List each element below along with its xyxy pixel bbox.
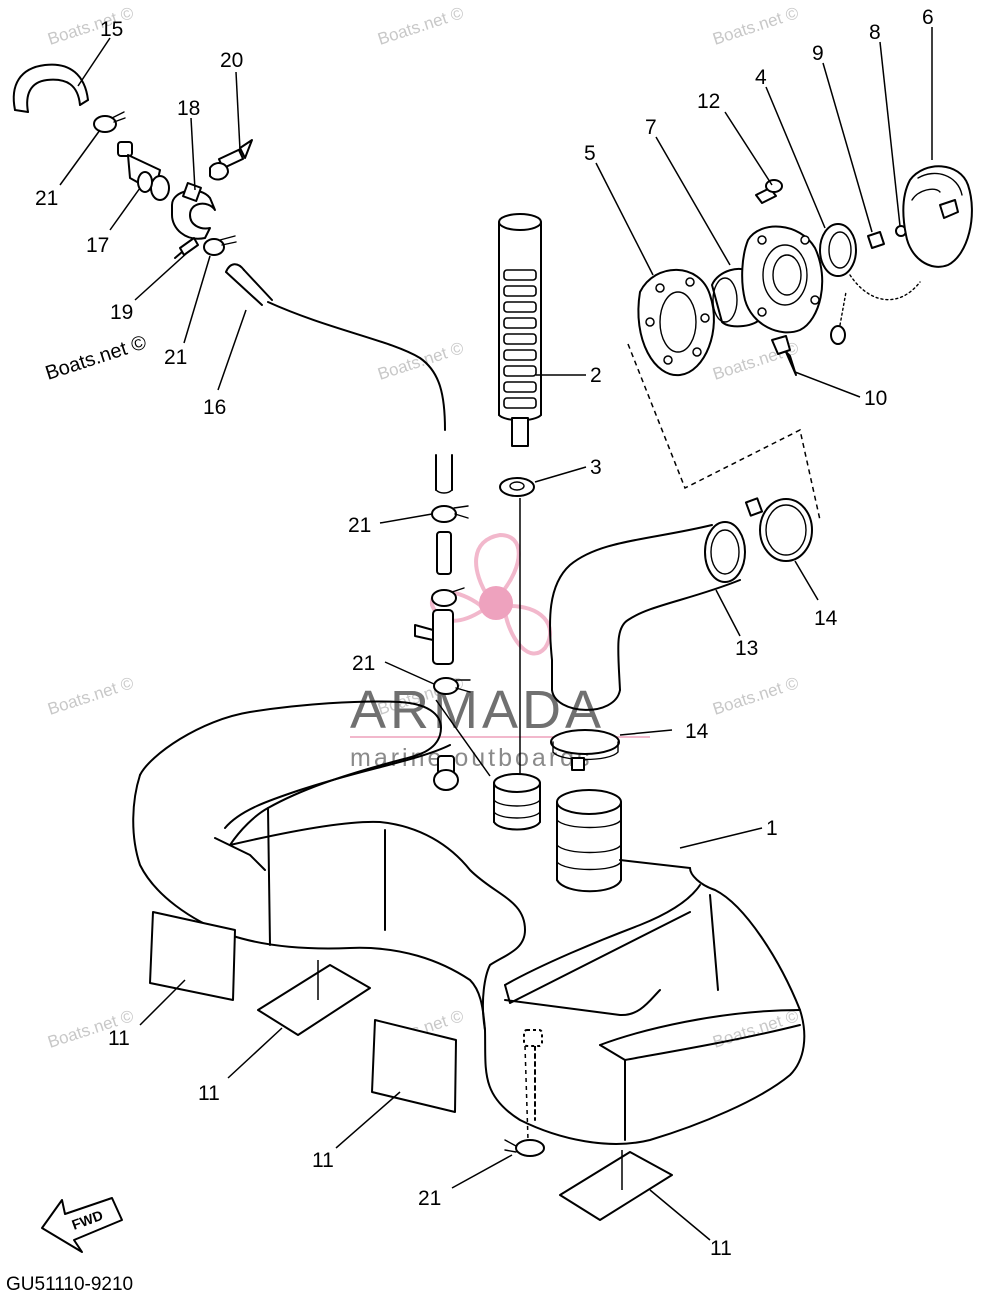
callout-11: 11	[198, 1082, 220, 1105]
hose-13	[548, 521, 746, 711]
hose-16	[225, 263, 453, 494]
washer-3	[499, 477, 535, 497]
callout-17: 17	[86, 234, 109, 257]
pad-11-c	[371, 1019, 457, 1113]
screw-9	[867, 231, 885, 249]
callout-11: 11	[312, 1149, 334, 1172]
watermark: Boats.net ©	[45, 673, 136, 719]
callout-18: 18	[177, 97, 200, 120]
callout-1: 1	[766, 817, 778, 840]
callout-6: 6	[922, 6, 934, 29]
pin-20	[209, 139, 253, 181]
callout-20: 20	[220, 49, 243, 72]
callout-10: 10	[864, 387, 887, 410]
callout-21: 21	[348, 514, 371, 537]
callout-11: 11	[710, 1237, 732, 1260]
callout-14: 14	[814, 607, 838, 630]
watermark: Boats.net ©	[710, 673, 801, 719]
callout-21: 21	[35, 187, 58, 210]
callout-16: 16	[203, 396, 226, 419]
clamp-21-top	[93, 111, 126, 133]
watermark: Boats.net ©	[710, 3, 801, 49]
callout-3: 3	[590, 456, 602, 479]
pin-10	[771, 335, 797, 376]
callout-4: 4	[755, 66, 767, 89]
callout-21: 21	[418, 1187, 441, 1210]
fuel-fitting	[433, 755, 459, 791]
pad-11-a	[149, 911, 236, 1001]
filter-2	[498, 213, 542, 447]
watermark-layer: Boats.net © Boats.net © Boats.net © Boat…	[43, 3, 802, 1052]
fitting-17	[117, 141, 170, 201]
drawing-code: GU51110-9210	[6, 1274, 133, 1295]
pin-19	[174, 237, 199, 259]
gasket-5	[637, 268, 715, 377]
watermark: Boats.net ©	[375, 3, 466, 49]
clamp-21-lower	[433, 677, 471, 695]
armada-logo: ARMADA marine outboards	[350, 532, 650, 772]
pad-11-b	[257, 960, 371, 1036]
callout-13: 13	[735, 637, 758, 660]
callout-19: 19	[110, 301, 133, 324]
callout-21: 21	[164, 346, 187, 369]
leader-lines	[59, 27, 933, 1241]
callout-11: 11	[108, 1027, 130, 1050]
callout-9: 9	[812, 42, 824, 65]
flange-4	[741, 223, 857, 334]
tank-neck-filler	[556, 789, 622, 893]
callout-14: 14	[685, 720, 709, 743]
propeller-icon	[430, 532, 552, 656]
assembly-bracket	[627, 343, 821, 521]
clamp-14-lower	[550, 729, 620, 771]
callout-21: 21	[352, 652, 375, 675]
clamp-21-bottom	[504, 1139, 545, 1157]
fuel-tank-1	[132, 700, 806, 1145]
tank-neck-filter	[493, 773, 541, 831]
bracket-18	[171, 182, 216, 240]
clamp-14-upper	[744, 497, 813, 562]
hose-joint	[414, 531, 465, 665]
callout-12: 12	[697, 90, 720, 113]
cap-6	[830, 165, 973, 345]
drain-line	[524, 1045, 529, 1141]
clamp-21-second	[203, 235, 237, 256]
clamp-21-mid	[431, 505, 469, 523]
fitting-axis-line	[435, 699, 491, 777]
brand-name: ARMADA	[350, 680, 605, 740]
watermark-dark: Boats.net ©	[43, 331, 150, 384]
fwd-arrow-icon: FWD	[41, 1197, 123, 1253]
callout-15: 15	[100, 18, 123, 41]
hose-15	[12, 63, 89, 113]
pad-11-d	[559, 1150, 673, 1221]
callout-labels: 15 20 18 21 17 19 21 16 6 8 9 4 12 7 5 2…	[35, 6, 934, 1260]
callout-8: 8	[869, 21, 881, 44]
callout-5: 5	[584, 142, 596, 165]
callout-2: 2	[590, 364, 602, 387]
callout-7: 7	[645, 116, 657, 139]
screw-12	[755, 179, 783, 204]
